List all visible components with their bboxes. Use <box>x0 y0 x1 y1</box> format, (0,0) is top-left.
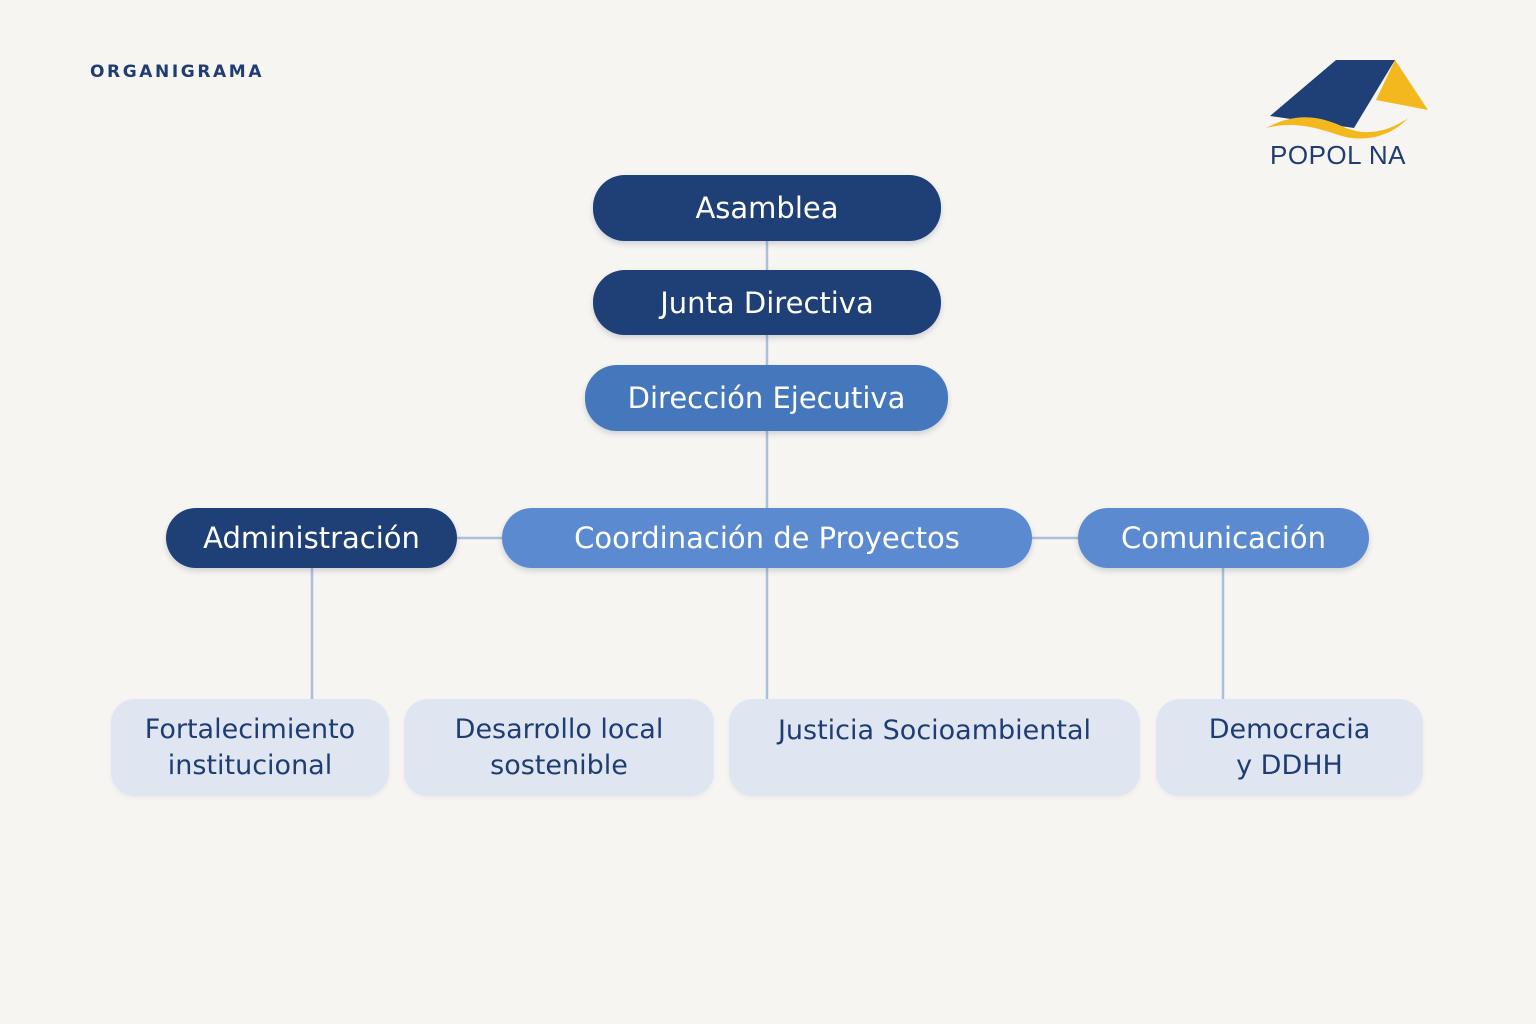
program-democracia-ddhh: Democracia y DDHH <box>1156 699 1423 796</box>
org-node-comunicacion: Comunicación <box>1078 508 1369 568</box>
program-fortalecimiento-institucional: Fortalecimiento institucional <box>111 699 389 796</box>
org-node-coordinacion-proyectos-label: Coordinación de Proyectos <box>574 521 960 555</box>
program-desarrollo-line-1: Desarrollo local <box>454 713 664 745</box>
logo-name: POPOL NA <box>1270 140 1406 170</box>
org-node-asamblea: Asamblea <box>593 175 941 241</box>
program-fortalecimiento-line-1: Fortalecimiento <box>144 713 356 745</box>
program-democracia-line-2: y DDHH <box>1236 749 1343 781</box>
program-fortalecimiento-line-2: institucional <box>167 749 333 781</box>
popol-na-logo: POPOL NA <box>1262 56 1434 180</box>
org-node-junta-directiva: Junta Directiva <box>593 270 941 335</box>
program-justicia-socioambiental: Justicia Socioambiental <box>729 699 1140 796</box>
org-node-direccion-ejecutiva-label: Dirección Ejecutiva <box>627 381 906 415</box>
roof-wave-logo-icon <box>1266 60 1428 139</box>
org-node-asamblea-label: Asamblea <box>695 191 839 225</box>
org-node-administracion: Administración <box>166 508 457 568</box>
org-node-comunicacion-label: Comunicación <box>1121 521 1326 555</box>
program-desarrollo-local-sostenible: Desarrollo local sostenible <box>404 699 714 796</box>
page-kicker: ORGANIGRAMA <box>90 62 265 82</box>
program-justicia-label: Justicia Socioambiental <box>777 715 1092 746</box>
org-node-direccion-ejecutiva: Dirección Ejecutiva <box>585 365 948 431</box>
org-node-coordinacion-proyectos: Coordinación de Proyectos <box>502 508 1032 568</box>
org-node-administracion-label: Administración <box>203 521 420 555</box>
org-node-junta-directiva-label: Junta Directiva <box>660 285 874 320</box>
program-desarrollo-line-2: sostenible <box>490 749 628 781</box>
program-democracia-line-1: Democracia <box>1208 713 1371 745</box>
